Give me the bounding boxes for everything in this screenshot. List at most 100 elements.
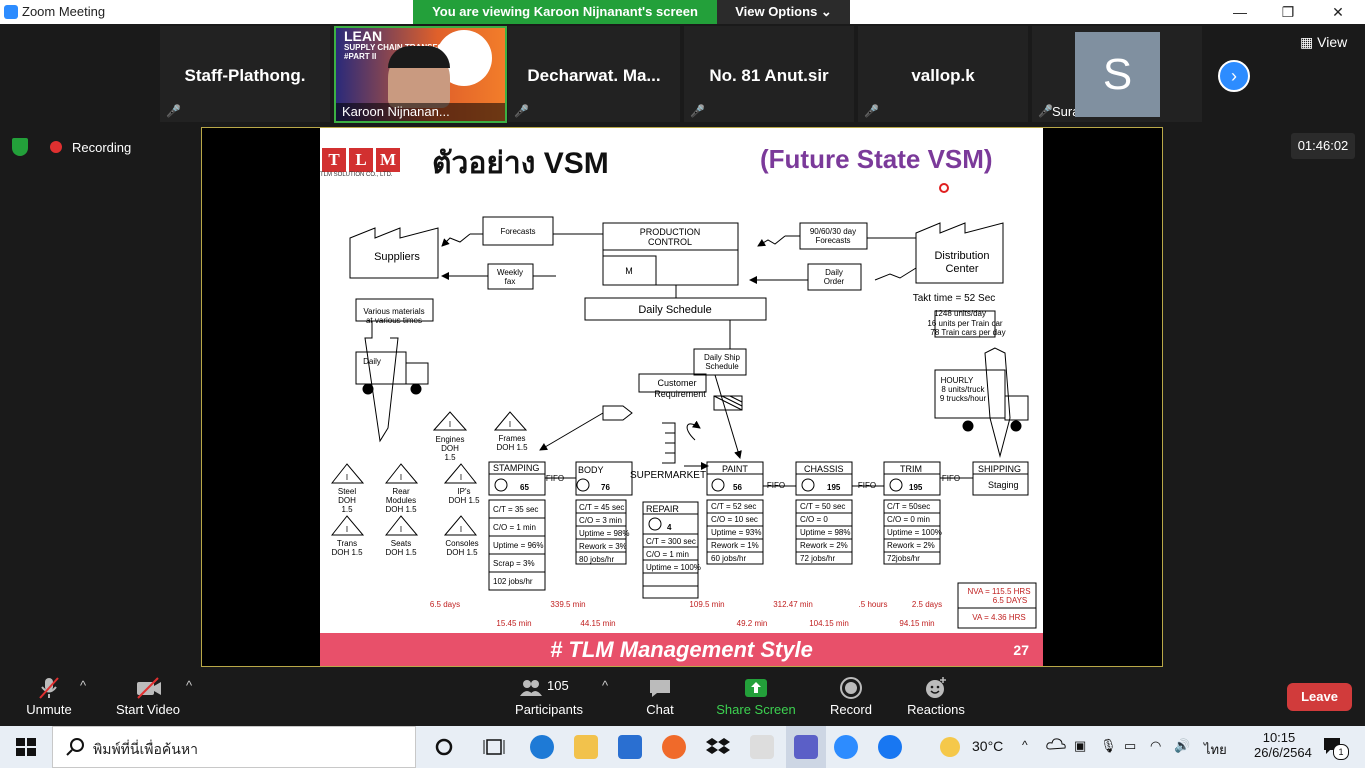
daily-ship-schedule-label: Schedule bbox=[705, 362, 739, 371]
reactions-button[interactable]: Reactions bbox=[904, 668, 968, 726]
distribution-center-label: Center bbox=[945, 263, 978, 275]
facebook-icon[interactable] bbox=[878, 735, 902, 759]
wifi-icon[interactable]: ◠ bbox=[1150, 738, 1162, 753]
next-page-button[interactable]: › bbox=[1218, 60, 1250, 92]
demand-label: 16 units per Train car bbox=[927, 319, 1002, 328]
weather-icon[interactable] bbox=[940, 737, 960, 757]
amazon-icon[interactable] bbox=[750, 735, 774, 759]
process-operators: 76 bbox=[601, 483, 610, 492]
tlm-logo: T L M TLM SOLUTION CO., LTD. bbox=[320, 128, 402, 180]
participants-chevron-icon[interactable]: ^ bbox=[601, 678, 609, 693]
withdrawal-loop-icon bbox=[686, 420, 701, 441]
process-data: 102 jobs/hr bbox=[493, 577, 533, 586]
slide-subtitle: (Future State VSM) bbox=[760, 144, 993, 174]
minimize-button[interactable]: — bbox=[1233, 4, 1247, 20]
reactions-icon bbox=[924, 676, 948, 700]
timeline-bottom: 94.15 min bbox=[899, 619, 934, 628]
chat-button[interactable]: Chat bbox=[640, 668, 680, 726]
view-button[interactable]: ▦ View bbox=[1300, 34, 1347, 51]
process-data: Uptime = 100% bbox=[887, 528, 942, 537]
inventory-label: DOH 1.5 bbox=[385, 505, 417, 514]
start-video-button[interactable]: Start Video bbox=[108, 668, 188, 726]
participant-tile[interactable]: No. 81 Anut.sir 🎤 bbox=[684, 26, 854, 122]
process-name: SHIPPING bbox=[978, 464, 1021, 474]
microphone-icon[interactable]: 🎙 bbox=[1100, 738, 1117, 753]
clock[interactable]: 10:15 26/6/2564 bbox=[1254, 730, 1312, 760]
inventory-label: 1.5 bbox=[341, 505, 353, 514]
inventory-label: Steel bbox=[338, 487, 356, 496]
unmute-button[interactable]: Unmute bbox=[18, 668, 80, 726]
presentation-slide: T L M TLM SOLUTION CO., LTD. ตัวอย่าง VS… bbox=[320, 128, 1043, 666]
data-box-trim bbox=[883, 499, 941, 565]
inventory-label: DOH 1.5 bbox=[385, 548, 417, 557]
inventory-label: Seats bbox=[391, 539, 411, 548]
participant-tile[interactable]: vallop.k 🎤 bbox=[858, 26, 1028, 122]
onedrive-icon[interactable] bbox=[1046, 736, 1066, 755]
leave-button[interactable]: Leave bbox=[1287, 683, 1352, 711]
mrp-box bbox=[602, 255, 657, 286]
process-data: C/T = 35 sec bbox=[493, 505, 538, 514]
timeline-top: 109.5 min bbox=[689, 600, 724, 609]
various-materials-label: Various materials bbox=[363, 307, 424, 316]
firefox-icon[interactable] bbox=[662, 735, 686, 759]
timeline-top: 339.5 min bbox=[550, 600, 585, 609]
view-options-button[interactable]: View Options ⌄ bbox=[717, 0, 850, 24]
data-box-paint bbox=[706, 499, 764, 565]
battery-icon[interactable]: ▭ bbox=[1124, 738, 1137, 753]
takt-time-label: Takt time = 52 Sec bbox=[913, 293, 996, 304]
process-data: C/T = 52 sec bbox=[711, 502, 756, 511]
recording-label: Recording bbox=[72, 139, 132, 155]
video-logo-line3: #PART II bbox=[344, 52, 377, 61]
suppliers-factory-icon bbox=[349, 227, 439, 279]
participant-tile[interactable]: Staff-Plathong. 🎤 bbox=[160, 26, 330, 122]
security-shield-icon[interactable] bbox=[12, 138, 28, 156]
slide-title: ตัวอย่าง VSM bbox=[432, 147, 609, 180]
data-box-body bbox=[575, 499, 627, 565]
maximize-button[interactable]: ❐ bbox=[1281, 4, 1295, 20]
edge-browser-icon[interactable] bbox=[530, 735, 554, 759]
show-hidden-icons[interactable]: ^ bbox=[1022, 738, 1028, 752]
close-button[interactable]: ✕ bbox=[1332, 4, 1344, 20]
unmute-label: Unmute bbox=[26, 702, 72, 717]
video-muted-icon bbox=[136, 676, 161, 700]
audio-options-chevron-icon[interactable]: ^ bbox=[79, 678, 87, 693]
slide-footer: # TLM Management Style 27 bbox=[320, 633, 1043, 666]
file-explorer-icon[interactable] bbox=[574, 735, 598, 759]
volume-icon[interactable]: 🔊 bbox=[1174, 738, 1191, 753]
mail-icon[interactable] bbox=[618, 735, 642, 759]
participant-tile[interactable]: Decharwat. Ma... 🎤 bbox=[508, 26, 680, 122]
dropbox-icon[interactable] bbox=[706, 735, 730, 759]
windows-start-icon[interactable] bbox=[14, 735, 38, 759]
process-data: Scrap = 3% bbox=[493, 559, 535, 568]
inventory-label: Frames bbox=[498, 434, 525, 443]
taskbar-search-input[interactable]: พิมพ์ที่นี่เพื่อค้นหา bbox=[52, 726, 416, 768]
participants-label: Participants bbox=[515, 702, 583, 717]
process-data: C/O = 0 bbox=[800, 515, 828, 524]
grid-icon: ▦ bbox=[1300, 34, 1314, 50]
process-data: C/O = 3 min bbox=[579, 516, 622, 525]
inventory-i-label: I bbox=[400, 473, 402, 482]
process-data: Uptime = 93% bbox=[711, 528, 761, 537]
summary-va: VA = 4.36 HRS bbox=[972, 613, 1025, 622]
camera-icon[interactable]: ▣ bbox=[1074, 738, 1087, 753]
cortana-icon[interactable] bbox=[432, 735, 456, 759]
share-screen-button[interactable]: Share Screen bbox=[714, 668, 798, 726]
fifo-label: FIFO bbox=[767, 481, 785, 490]
teams-taskbar-item[interactable] bbox=[786, 726, 826, 768]
tlm-subtitle: TLM SOLUTION CO., LTD. bbox=[320, 172, 393, 178]
fifo-label: FIFO bbox=[858, 481, 876, 490]
participant-name: Staff-Plathong. bbox=[184, 66, 306, 85]
notifications-icon[interactable]: 1 bbox=[1322, 736, 1349, 760]
inventory-label: Rear bbox=[392, 487, 410, 496]
participants-button[interactable]: 105 Participants bbox=[512, 668, 586, 726]
active-speaker-video[interactable]: LEAN SUPPLY CHAIN TRANSFORMAT #PART II K… bbox=[334, 26, 507, 123]
video-options-chevron-icon[interactable]: ^ bbox=[185, 678, 193, 693]
daily-label: Daily bbox=[363, 357, 381, 366]
inventory-label: Engines bbox=[436, 435, 465, 444]
record-button[interactable]: Record bbox=[826, 668, 876, 726]
input-language[interactable]: ไทย bbox=[1204, 742, 1227, 757]
process-data: C/O = 1 min bbox=[646, 550, 689, 559]
task-view-icon[interactable] bbox=[482, 735, 506, 759]
various-materials-label: at various times bbox=[366, 316, 422, 325]
zoom-taskbar-icon[interactable] bbox=[834, 735, 858, 759]
